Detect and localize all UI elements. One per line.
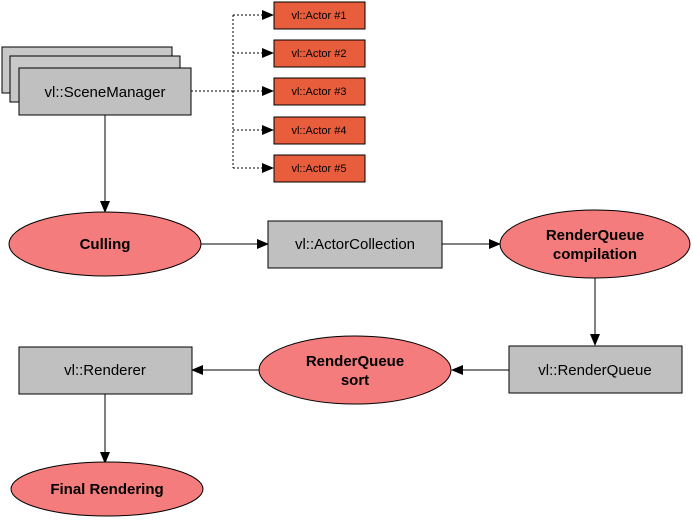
renderer-node: vl::Renderer — [18, 346, 193, 395]
culling-node: Culling — [8, 211, 202, 277]
actor-node-5: vl::Actor #5 — [273, 154, 366, 183]
render-queue-node: vl::RenderQueue — [508, 345, 683, 394]
actor-connectors — [191, 10, 274, 173]
actor-box — [273, 116, 366, 145]
actor-collection-node: vl::ActorCollection — [267, 220, 443, 269]
render-queue-box — [508, 345, 683, 394]
queue-sort-node: RenderQueue sort — [258, 335, 452, 405]
actor-node-2: vl::Actor #2 — [273, 39, 366, 68]
final-rendering-label: Final Rendering — [50, 481, 163, 498]
actor-node-4: vl::Actor #4 — [273, 116, 366, 145]
queue-compilation-node: RenderQueue compilation — [499, 209, 691, 279]
actor-label: vl::Actor #3 — [291, 86, 346, 98]
scene-manager-label: vl::SceneManager — [45, 84, 166, 101]
renderer-label: vl::Renderer — [64, 362, 146, 379]
queue-sort-label-line2: sort — [341, 372, 369, 389]
actor-label: vl::Actor #2 — [291, 48, 346, 60]
actor-label: vl::Actor #5 — [291, 163, 346, 175]
queue-compilation-ellipse — [499, 209, 691, 279]
flow-arrows — [100, 115, 600, 464]
final-rendering-node: Final Rendering — [10, 461, 204, 517]
queue-compilation-label-line2: compilation — [553, 246, 637, 263]
actor-collection-label: vl::ActorCollection — [295, 236, 415, 253]
renderer-box — [18, 346, 193, 395]
scene-manager-box — [18, 67, 192, 116]
actor-label: vl::Actor #4 — [291, 125, 346, 137]
queue-sort-ellipse — [258, 335, 452, 405]
actor-box — [273, 1, 366, 30]
culling-ellipse — [8, 211, 202, 277]
actor-label: vl::Actor #1 — [291, 10, 346, 22]
culling-label: Culling — [80, 236, 131, 253]
scene-manager-node: vl::SceneManager — [18, 67, 192, 116]
actor-box — [273, 77, 366, 106]
actor-box — [273, 39, 366, 68]
final-rendering-ellipse — [10, 461, 204, 517]
actor-box — [273, 154, 366, 183]
queue-compilation-label-line1: RenderQueue — [546, 227, 644, 244]
actor-collection-box — [267, 220, 443, 269]
queue-sort-label-line1: RenderQueue — [306, 353, 404, 370]
render-queue-label: vl::RenderQueue — [538, 362, 651, 379]
actor-node-3: vl::Actor #3 — [273, 77, 366, 106]
actor-node-1: vl::Actor #1 — [273, 1, 366, 30]
